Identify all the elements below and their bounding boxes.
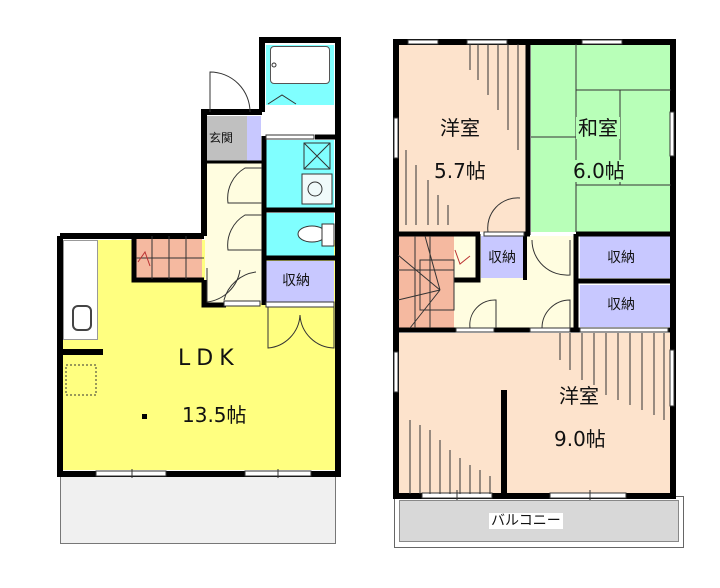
western-room-1-label: 洋室 [438,116,482,140]
second-floor-stairs [398,236,454,328]
entrance-label: 玄関 [207,131,236,145]
second-floor-storage-small-label: 収納 [486,250,518,266]
first-floor-hallway [205,163,263,303]
bathtub [270,46,330,84]
balcony-label: バルコニー [489,513,563,529]
kitchen-counter [63,240,98,340]
western-room-2-label: 洋室 [557,384,601,408]
western-room-2 [398,333,671,495]
ldk-label: LDK [176,346,242,371]
western-room-2-size: 9.0帖 [552,427,608,451]
japanese-room-size: 6.0帖 [571,159,627,183]
japanese-room-label: 和室 [576,116,620,140]
first-floor-storage-label: 収納 [280,273,312,289]
second-floor-storage-upper-label: 収納 [605,250,637,266]
western-room-1-size: 5.7帖 [432,159,488,183]
shoe-closet [247,116,261,162]
ldk-size-label: 13.5帖 [180,403,249,427]
second-floor-storage-lower-label: 収納 [605,297,637,313]
